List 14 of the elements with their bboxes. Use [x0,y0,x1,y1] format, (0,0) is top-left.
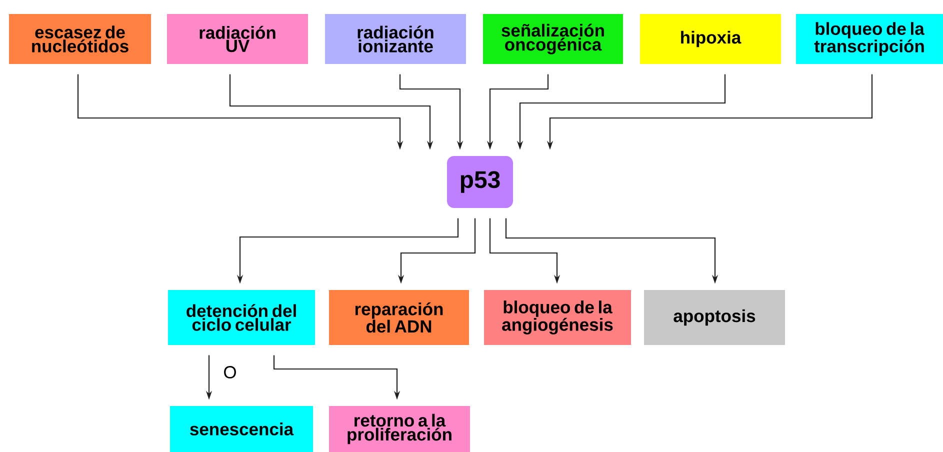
cause-box: radiación ionizante [325,14,466,64]
cause-box: bloqueo de la transcripción [796,14,943,64]
outcome-box: reparación del ADN [329,290,469,345]
outcome-box: bloqueo de la angiogénesis [484,290,631,345]
outcome-box: senescencia [170,406,313,452]
cause-box: señalización oncogénica [483,14,623,64]
outcome-box: detención del ciclo celular [168,290,315,345]
outcome-box: retorno a la proliferación [329,406,470,452]
cause-box: radiación UV [167,14,308,64]
edge-label: O [222,365,238,380]
protein-box: p53 [447,156,513,208]
outcome-box: apoptosis [644,290,785,345]
cause-box: escasez de nucleótidos [9,14,151,64]
cause-box: hipoxia [640,14,781,64]
